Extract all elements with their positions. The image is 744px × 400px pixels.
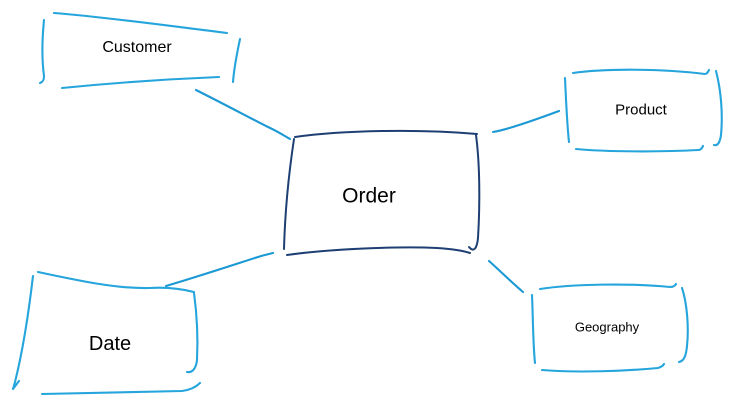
geography-box[interactable] xyxy=(530,282,689,373)
product-box-bottom-edge xyxy=(574,144,705,153)
geography-box-bottom-edge xyxy=(540,362,666,373)
customer-box-bottom-edge xyxy=(60,75,221,90)
geography-box-right-edge xyxy=(677,286,689,364)
customer-box[interactable] xyxy=(38,11,242,90)
order-label[interactable]: Order xyxy=(342,184,396,208)
date-box-right-edge xyxy=(185,291,199,374)
customer-box-right-edge xyxy=(231,37,242,84)
product-box-left-edge xyxy=(563,76,571,144)
geography-box-top-edge xyxy=(538,282,678,291)
customer-box-left-edge xyxy=(38,18,46,85)
customer-box-top-edge xyxy=(52,11,229,35)
order-box-left-edge xyxy=(283,138,295,250)
edge-order-product[interactable] xyxy=(491,109,561,134)
customer-label[interactable]: Customer xyxy=(102,39,172,56)
product-box-right-edge xyxy=(712,69,723,147)
edge-order-geography[interactable] xyxy=(487,259,525,294)
date-box-top-edge xyxy=(36,270,196,294)
date-box-bottom-edge xyxy=(40,381,202,396)
date-box-left-edge xyxy=(11,274,35,391)
geography-label[interactable]: Geography xyxy=(574,319,640,335)
date-box[interactable] xyxy=(11,270,202,396)
order-box[interactable] xyxy=(283,129,481,256)
order-box-right-edge xyxy=(468,134,481,251)
geography-box-left-edge xyxy=(530,293,537,365)
product-box-top-edge xyxy=(571,68,711,76)
product-label[interactable]: Product xyxy=(615,101,667,119)
date-label[interactable]: Date xyxy=(88,333,132,355)
product-box[interactable] xyxy=(563,68,723,153)
order-box-bottom-edge xyxy=(286,246,471,256)
edge-date-order[interactable] xyxy=(164,251,275,288)
edge-customer-order[interactable] xyxy=(194,88,292,141)
order-box-top-edge xyxy=(294,129,478,138)
